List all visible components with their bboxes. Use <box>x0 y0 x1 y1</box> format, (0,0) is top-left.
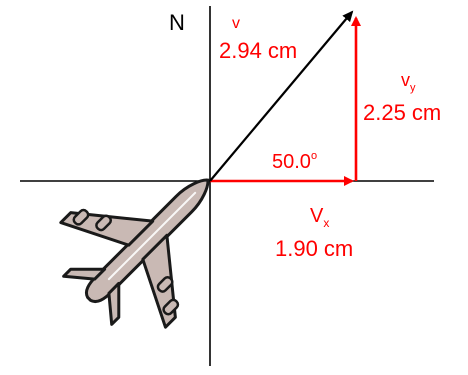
degree-symbol: o <box>311 150 317 162</box>
vx-subscript: x <box>323 216 329 230</box>
resultant-vector-arrow <box>209 10 354 182</box>
vx-magnitude: 1.90 cm <box>275 236 353 261</box>
vy-component-label: vy <box>401 70 416 94</box>
angle-label: 50.0o <box>272 150 317 173</box>
vx-component-label: Vx <box>310 205 329 230</box>
vy-magnitude: 2.25 cm <box>363 100 441 125</box>
north-label: N <box>169 10 185 35</box>
resultant-magnitude: 2.94 cm <box>219 38 297 63</box>
resultant-vector-name: v <box>232 15 240 32</box>
airplane-icon <box>59 178 210 329</box>
vy-subscript: y <box>410 82 416 94</box>
